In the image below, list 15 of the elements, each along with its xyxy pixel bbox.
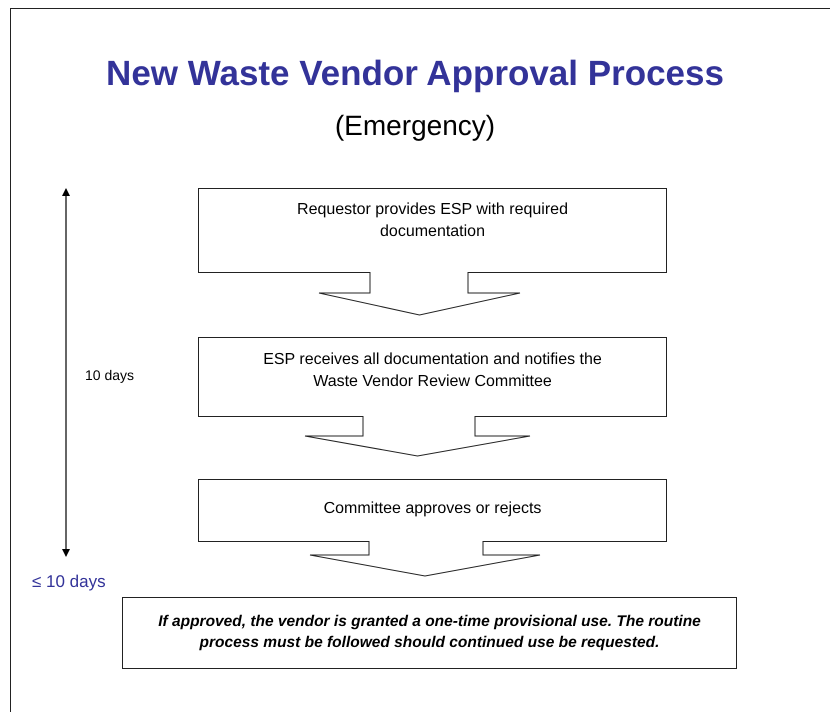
block-arrow [310,540,540,576]
title: New Waste Vendor Approval Process [105,54,725,94]
duration-label: 10 days [85,367,134,383]
block-arrow [318,272,520,316]
duration-label: ≤ 10 days [32,572,106,592]
block-arrow [304,416,530,456]
process-box [198,337,667,417]
step-text: ESP receives all documentation and notifies the Waste Vendor Review Committee [262,350,603,392]
note-text: If approved, the vendor is granted a one-time provisional use. The routine process must be followed should continued use be requested. [157,612,702,653]
step-text: Committee approves or rejects [324,498,542,519]
process-box [198,479,667,542]
note-box [122,597,737,669]
subtitle: (Emergency) [334,110,496,142]
step-text: Requestor provides ESP with required documentation [296,200,569,242]
process-box [198,188,667,273]
